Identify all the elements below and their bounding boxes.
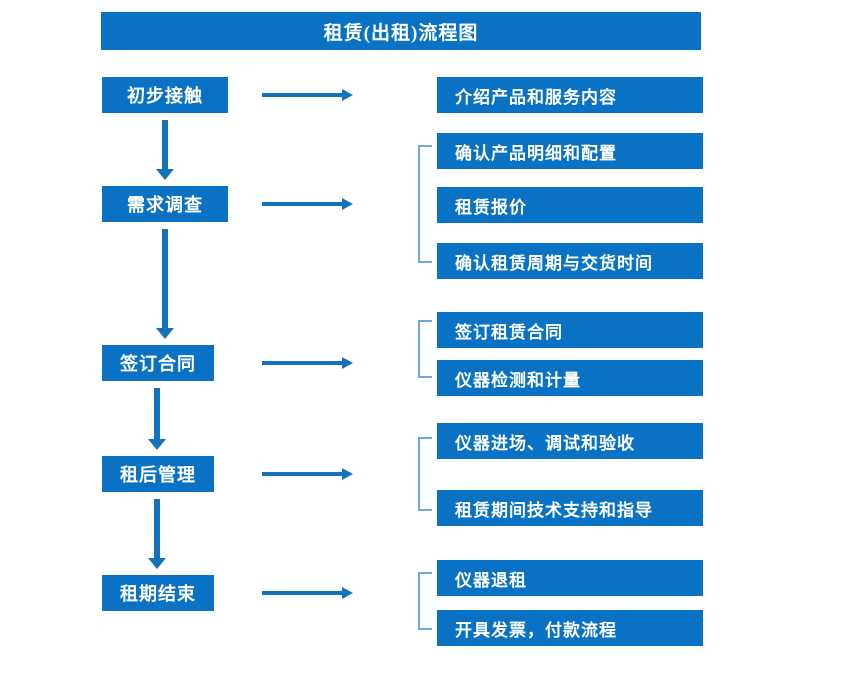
arrow-right-icon — [262, 198, 353, 210]
arrow-head — [148, 558, 166, 569]
arrow-right-icon — [262, 357, 353, 369]
arrow-shaft — [154, 388, 160, 440]
detail-box[interactable]: 租赁报价 — [437, 187, 703, 223]
group-bracket — [418, 437, 432, 511]
stage-box[interactable]: 初步接触 — [102, 77, 228, 113]
arrow-head — [342, 89, 353, 101]
detail-box[interactable]: 仪器退租 — [437, 560, 703, 596]
arrow-head — [148, 439, 166, 450]
detail-box[interactable]: 签订租赁合同 — [437, 312, 703, 348]
detail-box[interactable]: 仪器进场、调试和验收 — [437, 423, 703, 459]
arrow-down-icon — [148, 499, 166, 569]
arrow-head — [156, 169, 174, 180]
detail-box[interactable]: 确认租赁周期与交货时间 — [437, 243, 703, 279]
group-bracket — [418, 572, 432, 630]
arrow-shaft — [262, 202, 343, 206]
arrow-shaft — [162, 120, 168, 170]
arrow-shaft — [162, 229, 168, 329]
arrow-right-icon — [262, 468, 353, 480]
detail-box[interactable]: 介绍产品和服务内容 — [437, 77, 703, 113]
group-bracket — [418, 145, 432, 263]
arrow-head — [156, 328, 174, 339]
arrow-head — [342, 587, 353, 599]
group-bracket — [418, 320, 432, 378]
detail-box[interactable]: 确认产品明细和配置 — [437, 133, 703, 169]
detail-box[interactable]: 开具发票，付款流程 — [437, 610, 703, 646]
detail-box[interactable]: 仪器检测和计量 — [437, 360, 703, 396]
arrow-down-icon — [156, 120, 174, 180]
arrow-shaft — [262, 591, 343, 595]
page-title: 租赁(出租)流程图 — [101, 12, 701, 50]
arrow-right-icon — [262, 89, 353, 101]
stage-box[interactable]: 租后管理 — [102, 456, 214, 492]
arrow-shaft — [262, 361, 343, 365]
arrow-head — [342, 468, 353, 480]
arrow-shaft — [262, 472, 343, 476]
arrow-down-icon — [148, 388, 166, 450]
stage-box[interactable]: 签订合同 — [102, 345, 214, 381]
stage-box[interactable]: 租期结束 — [102, 575, 214, 611]
arrow-shaft — [154, 499, 160, 559]
arrow-head — [342, 198, 353, 210]
arrow-shaft — [262, 93, 343, 97]
arrow-down-icon — [156, 229, 174, 339]
arrow-right-icon — [262, 587, 353, 599]
stage-box[interactable]: 需求调查 — [102, 186, 228, 222]
detail-box[interactable]: 租赁期间技术支持和指导 — [437, 490, 703, 526]
arrow-head — [342, 357, 353, 369]
